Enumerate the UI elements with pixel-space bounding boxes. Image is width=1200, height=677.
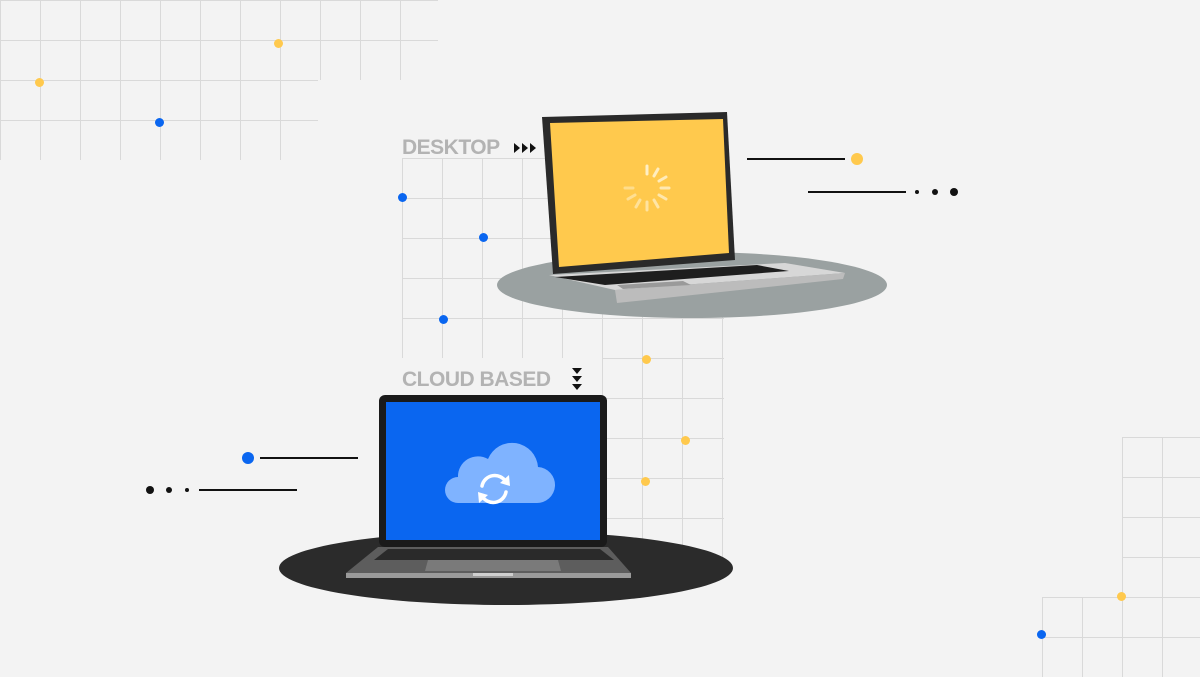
ellipsis-dot [932, 189, 938, 195]
desktop-label: DESKTOP [402, 136, 500, 159]
desktop-screen [550, 119, 729, 267]
ellipsis-dot [146, 486, 154, 494]
blue-dot [479, 233, 488, 242]
yellow-dot [641, 477, 650, 486]
yellow-dot [642, 355, 651, 364]
cloud-based-label: CLOUD BASED [402, 368, 551, 391]
triple-chevron-down-icon [572, 368, 582, 390]
desktop-laptop [497, 112, 887, 318]
yellow-dot [1117, 592, 1126, 601]
connector-line [260, 457, 358, 459]
grid-center-lower [602, 358, 724, 558]
connector-line [808, 191, 906, 193]
connector-line [747, 158, 845, 160]
grid-top-left [0, 0, 438, 80]
connector-line [199, 489, 297, 491]
grid-bottom-right-lower [1042, 597, 1200, 677]
ellipsis-dot [950, 188, 958, 196]
ellipsis-dot [185, 488, 189, 492]
cloud-laptop [279, 395, 733, 605]
blue-dot [242, 452, 254, 464]
loading-spinner-icon [623, 164, 671, 212]
yellow-dot [851, 153, 863, 165]
yellow-dot [35, 78, 44, 87]
triple-chevron-right-icon [514, 143, 536, 153]
yellow-dot [274, 39, 283, 48]
blue-dot [1037, 630, 1046, 639]
blue-dot [155, 118, 164, 127]
blue-dot [398, 193, 407, 202]
yellow-dot [681, 436, 690, 445]
blue-dot [439, 315, 448, 324]
cloud-sync-icon [445, 442, 556, 505]
ellipsis-dot [915, 190, 919, 194]
ellipsis-dot [166, 487, 172, 493]
